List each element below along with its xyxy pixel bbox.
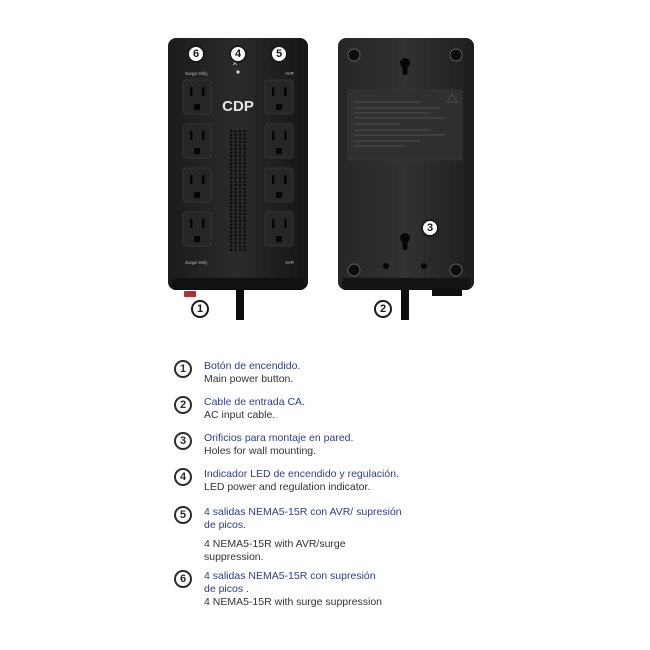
legend-list: 1 Botón de encendido. Main power button.…: [174, 360, 594, 609]
legend-spanish-text-cont: de picos.: [204, 519, 247, 531]
badge-avr-outlets: 5: [270, 45, 288, 63]
legend-item-3: 3 Orificios para montaje en pared. Holes…: [174, 432, 594, 458]
rubber-feet: [347, 48, 463, 277]
brand-logo: CDP: [222, 98, 254, 115]
legend-spanish-text: Botón de encendido.: [204, 360, 301, 372]
legend-english-text: AC input cable.: [204, 409, 276, 421]
legend-english-text: LED power and regulation indicator.: [204, 481, 371, 493]
legend-spanish-text-cont: de picos .: [204, 583, 249, 595]
badge-surge-outlets: 6: [187, 45, 205, 63]
legend-number: 3: [174, 432, 192, 450]
legend-english-text: 4 NEMA5-15R with AVR/surge: [204, 538, 346, 550]
legend-number: 6: [174, 570, 192, 588]
badge-led: 4: [229, 45, 247, 63]
legend-spanish-text: Cable de entrada CA.: [204, 396, 305, 408]
badge-power-button: 1: [191, 300, 209, 318]
vent-grille: [230, 130, 246, 251]
legend-english-text-cont: suppression.: [204, 551, 264, 563]
outlet-slots-right: [272, 87, 287, 242]
badge-ac-cable: 2: [374, 300, 392, 318]
legend-number: 2: [174, 396, 192, 414]
surge-only-label-top: Surge Only: [185, 71, 208, 76]
legend-spanish-text: 4 salidas NEMA5-15R con supresión: [204, 570, 376, 582]
avr-label-bottom: AVR: [285, 260, 295, 265]
wall-mount-holes: [383, 58, 427, 269]
power-button-shape: [184, 291, 196, 297]
legend-number: 1: [174, 360, 192, 378]
led-indicator: [236, 70, 240, 74]
legend-item-2: 2 Cable de entrada CA. AC input cable.: [174, 396, 594, 422]
legend-spanish-text: Orificios para montaje en pared.: [204, 432, 354, 444]
product-illustration: Surge Only AVR Surge Only AVR CDP: [168, 38, 474, 320]
legend-spanish-text: 4 salidas NEMA5-15R con AVR/ supresión: [204, 506, 402, 518]
legend-english-text: 4 NEMA5-15R with surge suppression: [204, 596, 382, 608]
legend-english-text: Holes for wall mounting.: [204, 445, 317, 457]
ac-cable-front: [236, 290, 244, 320]
badge-wall-mount: 3: [421, 219, 439, 237]
legend-spanish-text: Indicador LED de encendido y regulación.: [204, 468, 399, 480]
front-unit: Surge Only AVR Surge Only AVR CDP: [168, 38, 308, 320]
ac-cable-back: [401, 290, 409, 320]
product-figure: Surge Only AVR Surge Only AVR CDP: [168, 38, 474, 320]
back-unit: [338, 38, 474, 320]
legend-item-1: 1 Botón de encendido. Main power button.: [174, 360, 594, 386]
legend-item-6: 6 4 salidas NEMA5-15R con supresión de p…: [174, 570, 594, 609]
legend-item-4: 4 Indicador LED de encendido y regulació…: [174, 468, 594, 494]
legend-english-text: Main power button.: [204, 373, 294, 385]
surge-only-label-bottom: Surge Only: [185, 260, 208, 265]
legend-item-5: 5 4 salidas NEMA5-15R con AVR/ supresión…: [174, 506, 594, 564]
legend-number: 4: [174, 468, 192, 486]
legend-number: 5: [174, 506, 192, 524]
avr-label-top: AVR: [285, 71, 295, 76]
rating-label-sticker: [347, 89, 463, 161]
outlet-slots-left: [190, 87, 205, 242]
